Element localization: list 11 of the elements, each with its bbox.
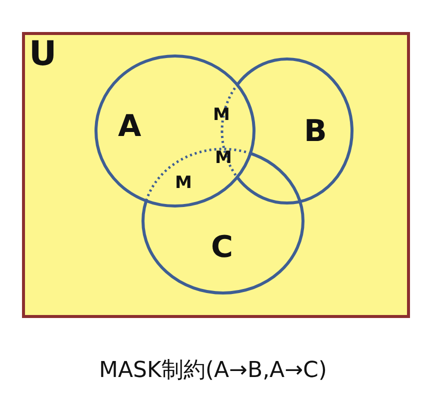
set-label: A <box>118 112 142 142</box>
set-circle <box>96 56 254 206</box>
set-label: B <box>304 117 327 147</box>
set-circle <box>143 149 303 293</box>
caption: MASK制約(A→B,A→C) <box>98 357 328 385</box>
region-label: M <box>215 150 232 167</box>
set-label: U <box>29 37 57 71</box>
region-label: M <box>175 175 192 192</box>
set-label: C <box>211 233 234 263</box>
universe-rectangle <box>22 32 410 318</box>
region-label: M <box>213 107 230 124</box>
